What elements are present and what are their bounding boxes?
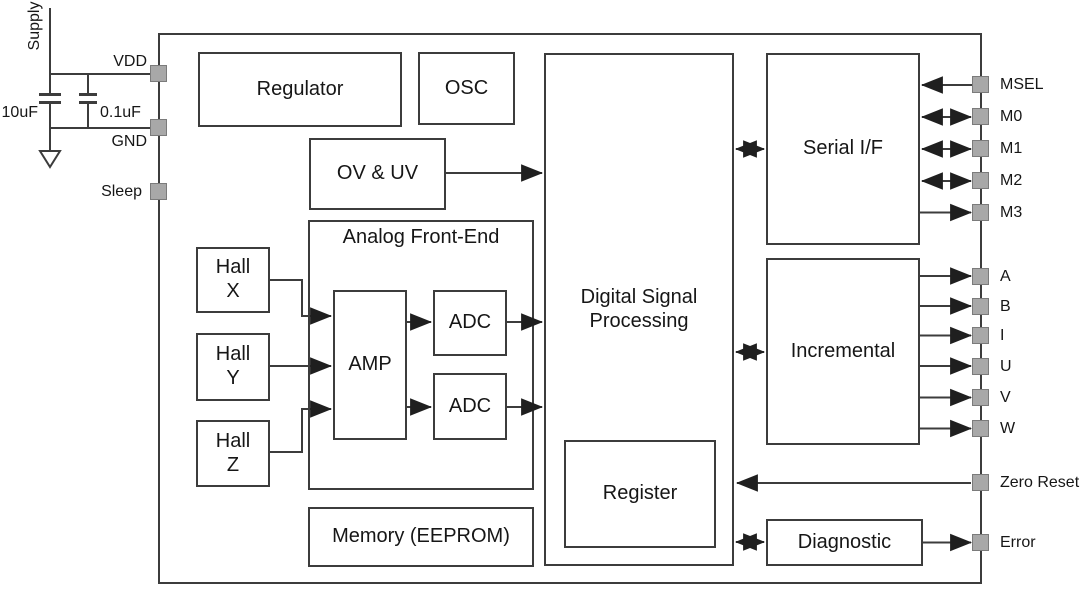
- pin-label-m3: M3: [1000, 204, 1023, 221]
- pin-label-error: Error: [1000, 534, 1036, 551]
- block-osc: OSC: [418, 52, 515, 125]
- pin-label-sleep: Sleep: [101, 183, 142, 200]
- pad-i: [972, 327, 989, 344]
- bulk-cap-label: 10uF: [1, 104, 38, 121]
- block-hall-z: Hall Z: [196, 420, 270, 487]
- pin-label-i: I: [1000, 327, 1005, 344]
- block-amp: AMP: [333, 290, 407, 440]
- pad-b: [972, 298, 989, 315]
- pad-m1: [972, 140, 989, 157]
- bypass-cap-label: 0.1uF: [100, 104, 141, 121]
- block-hall-y: Hall Y: [196, 333, 270, 401]
- block-memory-eeprom: Memory (EEPROM): [308, 507, 534, 567]
- block-ov-uv: OV & UV: [309, 138, 446, 210]
- pin-label-msel: MSEL: [1000, 76, 1044, 93]
- pad-gnd: [150, 119, 167, 136]
- pin-label-a: A: [1000, 268, 1011, 285]
- pin-label-v: V: [1000, 389, 1011, 406]
- block-regulator: Regulator: [198, 52, 402, 127]
- block-hall-x: Hall X: [196, 247, 270, 313]
- pin-label-m0: M0: [1000, 108, 1023, 125]
- pad-error: [972, 534, 989, 551]
- pin-label-vdd: VDD: [113, 53, 147, 70]
- block-diagnostic: Diagnostic: [766, 519, 923, 566]
- ground-symbol: [38, 150, 62, 169]
- pad-a: [972, 268, 989, 285]
- pad-m3: [972, 204, 989, 221]
- block-serial-if: Serial I/F: [766, 53, 920, 245]
- block-incremental: Incremental: [766, 258, 920, 445]
- pad-sleep: [150, 183, 167, 200]
- pin-label-gnd: GND: [111, 133, 147, 150]
- block-register: Register: [564, 440, 716, 548]
- supply-label: Supply: [26, 1, 43, 51]
- pad-u: [972, 358, 989, 375]
- block-adc-top: ADC: [433, 290, 507, 356]
- pad-zero-reset: [972, 474, 989, 491]
- pin-label-zero-reset: Zero Reset: [1000, 474, 1080, 491]
- pin-label-w: W: [1000, 420, 1016, 437]
- pad-vdd: [150, 65, 167, 82]
- pin-label-b: B: [1000, 298, 1011, 315]
- pin-label-u: U: [1000, 358, 1012, 375]
- pad-v: [972, 389, 989, 406]
- pin-label-m2: M2: [1000, 172, 1023, 189]
- pad-m0: [972, 108, 989, 125]
- pad-msel: [972, 76, 989, 93]
- pad-m2: [972, 172, 989, 189]
- pin-label-m1: M1: [1000, 140, 1023, 157]
- block-adc-bottom: ADC: [433, 373, 507, 440]
- pad-w: [972, 420, 989, 437]
